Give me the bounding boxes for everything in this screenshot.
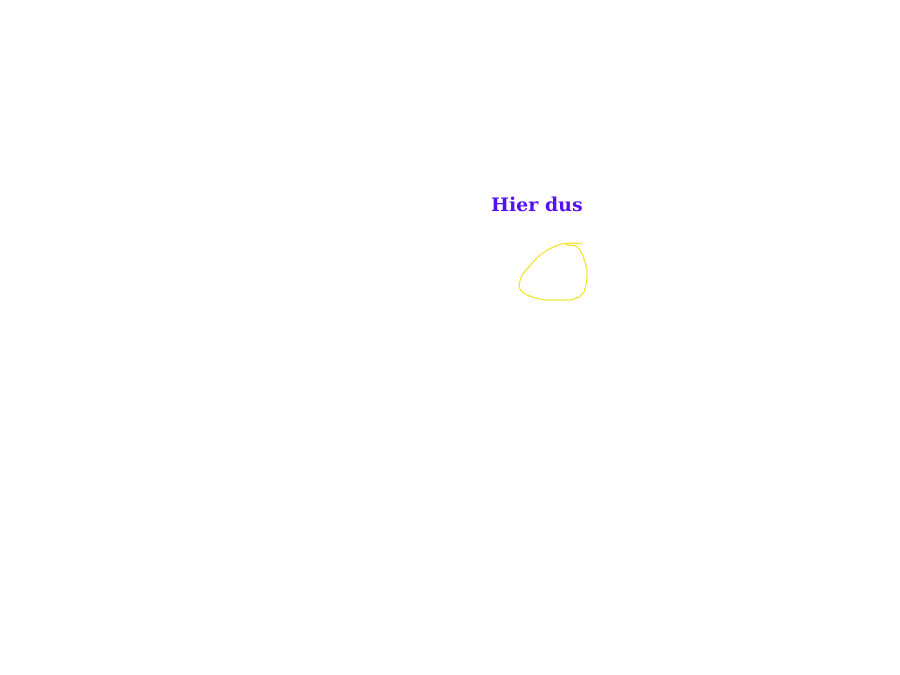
- handwritten-caption: Hier dus: [491, 194, 583, 216]
- scribble-loop: [518, 242, 588, 301]
